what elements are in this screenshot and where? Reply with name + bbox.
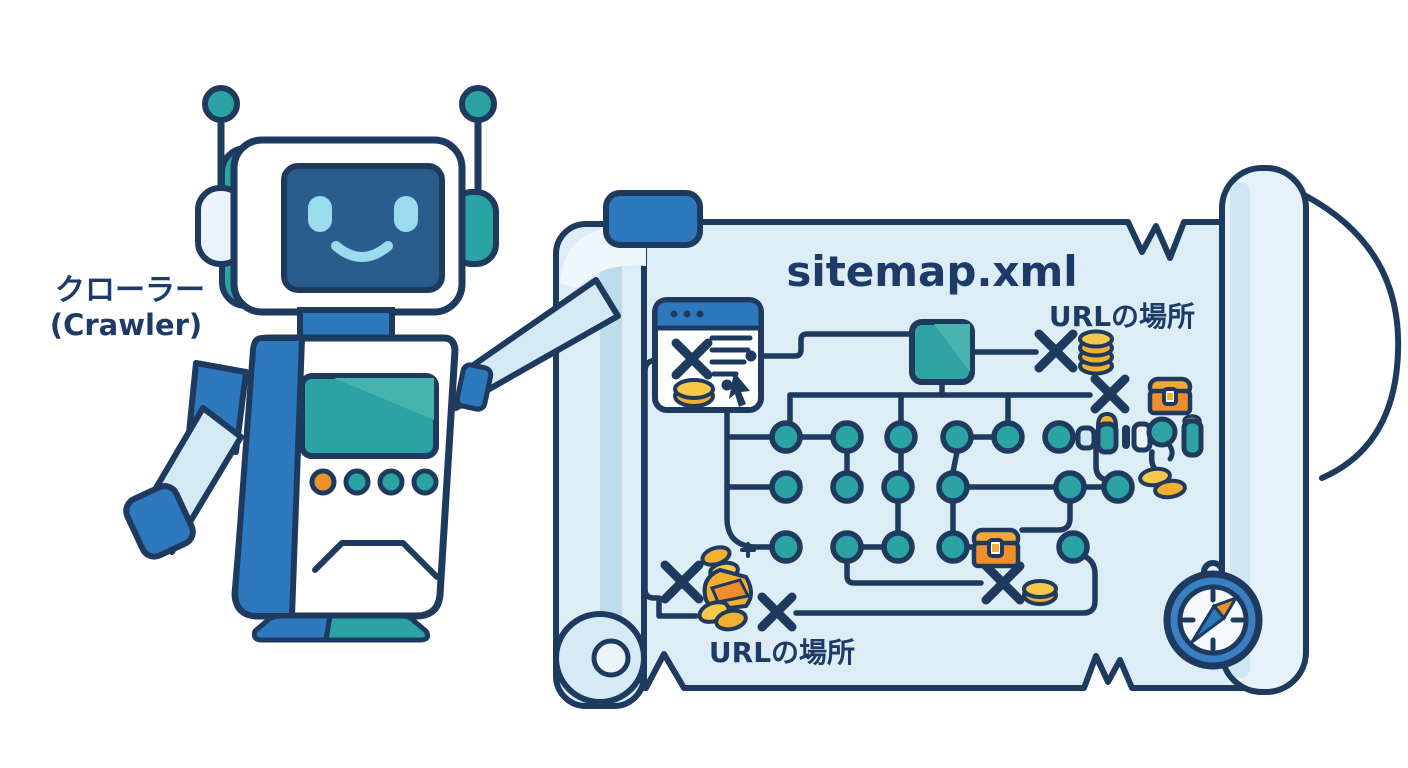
browser-dot [670, 310, 678, 318]
browser-dot [696, 310, 704, 318]
marker-cylinders [1075, 411, 1204, 462]
coin-pair-icon [1138, 466, 1187, 500]
scroll-map: sitemap.xml URLの場所 URLの場所 [553, 165, 1402, 709]
compass-needle-south [1190, 603, 1227, 644]
url-location-label-top: URLの場所 [1049, 300, 1195, 333]
edge-bottom-line [793, 553, 1098, 616]
site-node [830, 530, 864, 564]
robot-button-teal [343, 468, 371, 496]
site-node [991, 420, 1025, 454]
site-node [1101, 470, 1135, 504]
url-location-label-bottom: URLの場所 [709, 636, 855, 669]
robot-base [251, 613, 430, 643]
site-node [936, 470, 970, 504]
site-node [940, 420, 974, 454]
browser-window-icon [652, 297, 764, 413]
treasure-chest-icon [971, 527, 1021, 569]
sparkle-icon [740, 542, 756, 558]
map-outer-curl [1303, 193, 1402, 481]
robot-crawler: クローラー (Crawler) [50, 85, 621, 643]
browser-link-dot [745, 350, 757, 362]
x-mark-top-right [1034, 329, 1078, 373]
coin-stack-icon [1078, 329, 1114, 376]
robot-smile [331, 241, 393, 262]
site-node [1042, 420, 1076, 454]
browser-titlebar [652, 297, 764, 331]
robot-face-screen [281, 163, 445, 293]
x-mark-bottom-left [660, 560, 704, 604]
x-mark-mid-bottom [981, 561, 1025, 605]
browser-link-dot-bottom [721, 379, 733, 391]
coin-icon [673, 378, 715, 400]
coin-icon [1022, 579, 1058, 606]
compass-ticks [1181, 588, 1245, 652]
x-mark-bottom [757, 592, 797, 632]
robot-elbow-right [454, 362, 494, 412]
site-node [769, 470, 803, 504]
robot-button-orange [309, 468, 337, 496]
cursor-arrow-icon [729, 372, 750, 407]
edge-browser-vertical [724, 387, 774, 550]
map-left-roll [553, 190, 703, 709]
site-node [769, 420, 803, 454]
edge-to-x-mid [844, 559, 984, 586]
browser-text-lines [709, 335, 753, 377]
site-nodes [769, 319, 1135, 564]
site-node [881, 470, 915, 504]
robot-label-line1: クローラー [55, 273, 205, 308]
site-node [830, 470, 864, 504]
robot-button-teal [411, 468, 439, 496]
robot-label: クローラー (Crawler) [50, 273, 205, 342]
site-node [1056, 530, 1090, 564]
robot-label-line2: (Crawler) [50, 308, 202, 342]
coin-pouch-icon [697, 542, 756, 632]
robot-button-teal [377, 468, 405, 496]
robot-antenna-right [459, 85, 497, 192]
map-title: sitemap.xml [786, 247, 1077, 296]
robot-chest-screen-highlight [334, 378, 434, 420]
browser-dot [683, 310, 691, 318]
site-node [884, 420, 918, 454]
map-clip [603, 190, 703, 248]
site-node [936, 530, 970, 564]
site-node [1053, 470, 1087, 504]
robot-body-panel [232, 335, 305, 619]
x-mark-right [1090, 374, 1130, 414]
compass-icon [1163, 560, 1263, 670]
robot-buttons [309, 468, 439, 496]
site-node [881, 530, 915, 564]
robot-eye-right [394, 196, 418, 232]
robot-fist-left [123, 483, 196, 560]
map-right-roll [1219, 165, 1402, 695]
root-node-highlight [934, 324, 970, 372]
robot-body-notch [312, 540, 440, 580]
site-node [769, 530, 803, 564]
x-mark-icon [671, 338, 713, 380]
robot-eye-left [308, 196, 332, 232]
treasure-chest-icon [1147, 376, 1193, 416]
edge-browser-to-root [753, 331, 915, 359]
site-node [830, 420, 864, 454]
